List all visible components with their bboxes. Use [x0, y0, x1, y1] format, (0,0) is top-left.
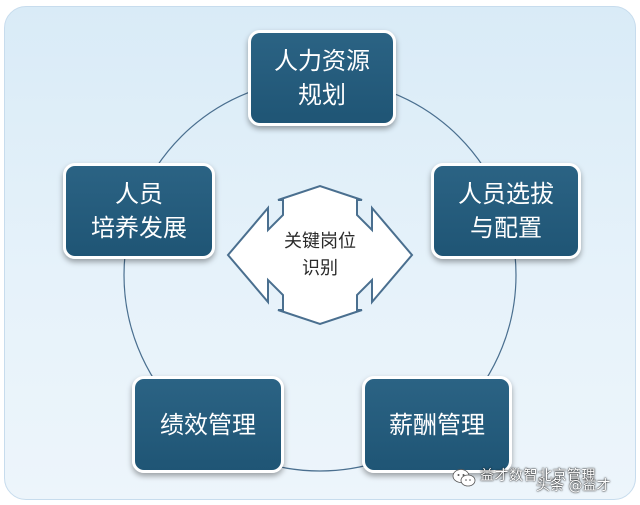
node-compensation-management-line1: 薪酬管理 — [389, 410, 485, 439]
watermark: 益才数智北京管理 头条 @益才 — [452, 465, 632, 494]
node-selection-allocation: 人员选拔 与配置 — [431, 163, 581, 259]
watermark-line2: 头条 @益才 — [536, 478, 611, 494]
node-hr-planning-line1: 人力资源 — [274, 47, 370, 75]
node-selection-allocation-line2: 与配置 — [470, 214, 542, 242]
node-performance-management: 绩效管理 — [132, 376, 284, 473]
node-training-development: 人员 培养发展 — [63, 163, 215, 259]
center-double-arrow — [226, 184, 414, 326]
node-training-development-line1: 人员 — [115, 180, 163, 208]
node-compensation-management: 薪酬管理 — [362, 376, 512, 473]
center-label-line1: 关键岗位 — [284, 231, 356, 252]
node-selection-allocation-line1: 人员选拔 — [458, 180, 554, 208]
center-label: 关键岗位 识别 — [268, 228, 372, 282]
center-label-line2: 识别 — [302, 258, 338, 279]
wechat-icon — [452, 469, 476, 487]
watermark-line1: 益才数智北京管理 — [480, 468, 596, 484]
node-performance-management-line1: 绩效管理 — [160, 410, 256, 439]
node-hr-planning-line2: 规划 — [298, 81, 346, 109]
node-training-development-line2: 培养发展 — [91, 214, 187, 242]
node-hr-planning: 人力资源 规划 — [248, 30, 396, 126]
